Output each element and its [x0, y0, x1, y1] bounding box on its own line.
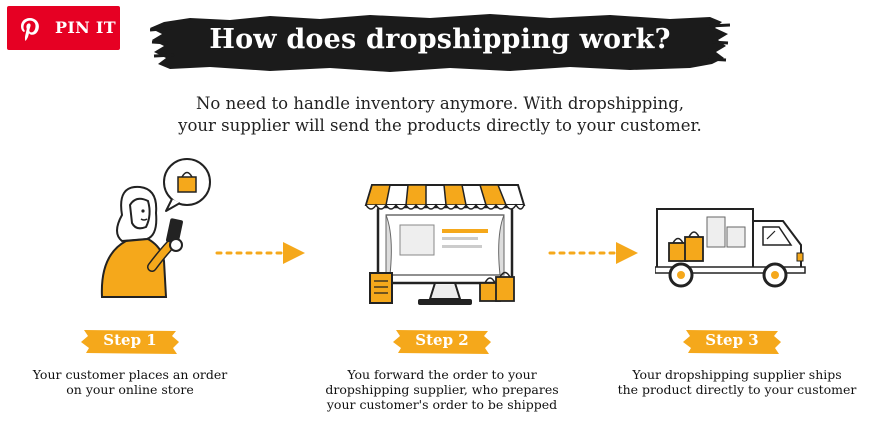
step-label: Step 1	[103, 331, 157, 349]
customer-phone-icon	[100, 158, 211, 298]
description-line: your customer's order to be shipped	[326, 397, 558, 412]
description-line: on your online store	[66, 382, 194, 397]
step-label: Step 3	[705, 331, 759, 349]
pinterest-icon	[21, 18, 39, 41]
step-2-description: You forward the order to your dropshippi…	[322, 367, 562, 412]
online-store-icon	[364, 184, 526, 305]
step-1-description: Your customer places an order on your on…	[20, 367, 240, 397]
arrow-right-icon	[215, 242, 305, 264]
description-line: Your dropshipping supplier ships	[632, 367, 842, 382]
subtitle-line: your supplier will send the products dir…	[178, 116, 702, 135]
step-1-badge: Step 1	[80, 328, 180, 356]
step-2-badge: Step 2	[392, 328, 492, 356]
description-line: You forward the order to your	[347, 367, 537, 382]
arrow-right-icon	[548, 242, 638, 264]
step-3-description: Your dropshipping supplier ships the pro…	[612, 367, 862, 397]
description-line: Your customer places an order	[32, 367, 228, 382]
step-3-badge: Step 3	[682, 328, 782, 356]
description-line: the product directly to your customer	[617, 382, 857, 397]
delivery-truck-icon	[655, 208, 806, 288]
title-brush-banner	[150, 14, 730, 72]
page-title: How does dropshipping work?	[209, 24, 671, 55]
step-label: Step 2	[415, 331, 469, 349]
subtitle: No need to handle inventory anymore. Wit…	[130, 93, 750, 137]
pin-it-label: PIN IT	[55, 18, 116, 37]
description-line: dropshipping supplier, who prepares	[325, 382, 559, 397]
subtitle-line: No need to handle inventory anymore. Wit…	[195, 94, 685, 113]
pin-it-button[interactable]: PIN IT	[7, 6, 120, 50]
